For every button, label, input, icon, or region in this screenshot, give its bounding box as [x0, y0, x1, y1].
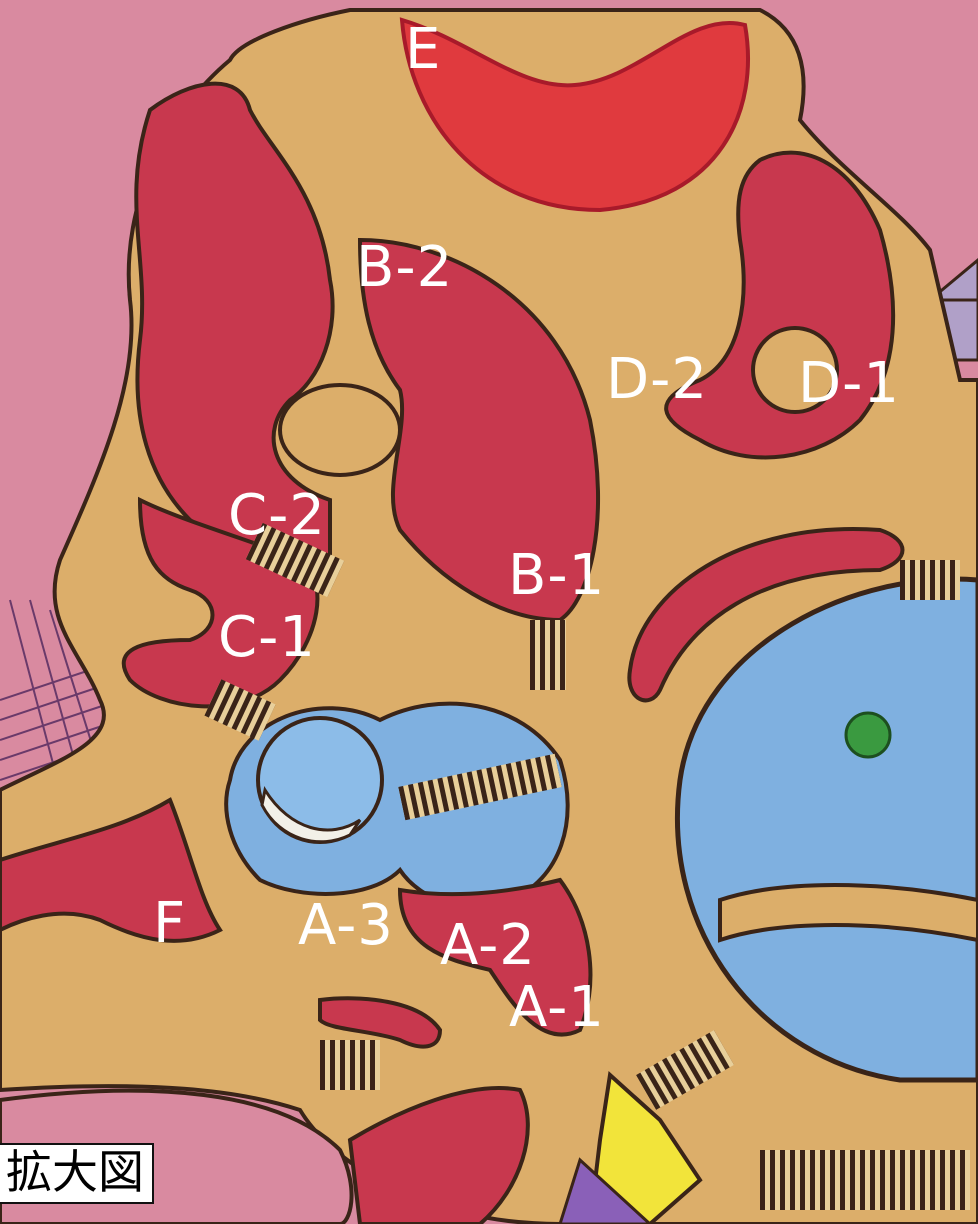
stripe-right-lower — [760, 1150, 970, 1210]
label-b1: B-1 — [508, 548, 605, 604]
label-d2: D-2 — [606, 352, 708, 408]
green-dot — [846, 713, 890, 757]
label-c1: C-1 — [218, 610, 316, 666]
label-c2: C-2 — [228, 488, 326, 544]
label-e: E — [405, 22, 441, 78]
label-a1: A-1 — [509, 980, 605, 1036]
stripe-right-upper — [900, 560, 960, 600]
stripe-left-bottom — [320, 1040, 380, 1090]
label-a2: A-2 — [440, 918, 536, 974]
label-d1: D-1 — [798, 356, 900, 412]
label-b2: B-2 — [356, 240, 453, 296]
stripe-b1 — [530, 620, 566, 690]
tan-bulb — [280, 385, 400, 475]
label-f: F — [153, 896, 186, 952]
label-a3: A-3 — [298, 898, 394, 954]
enlarged-view-caption: 拡大図 — [0, 1143, 154, 1204]
